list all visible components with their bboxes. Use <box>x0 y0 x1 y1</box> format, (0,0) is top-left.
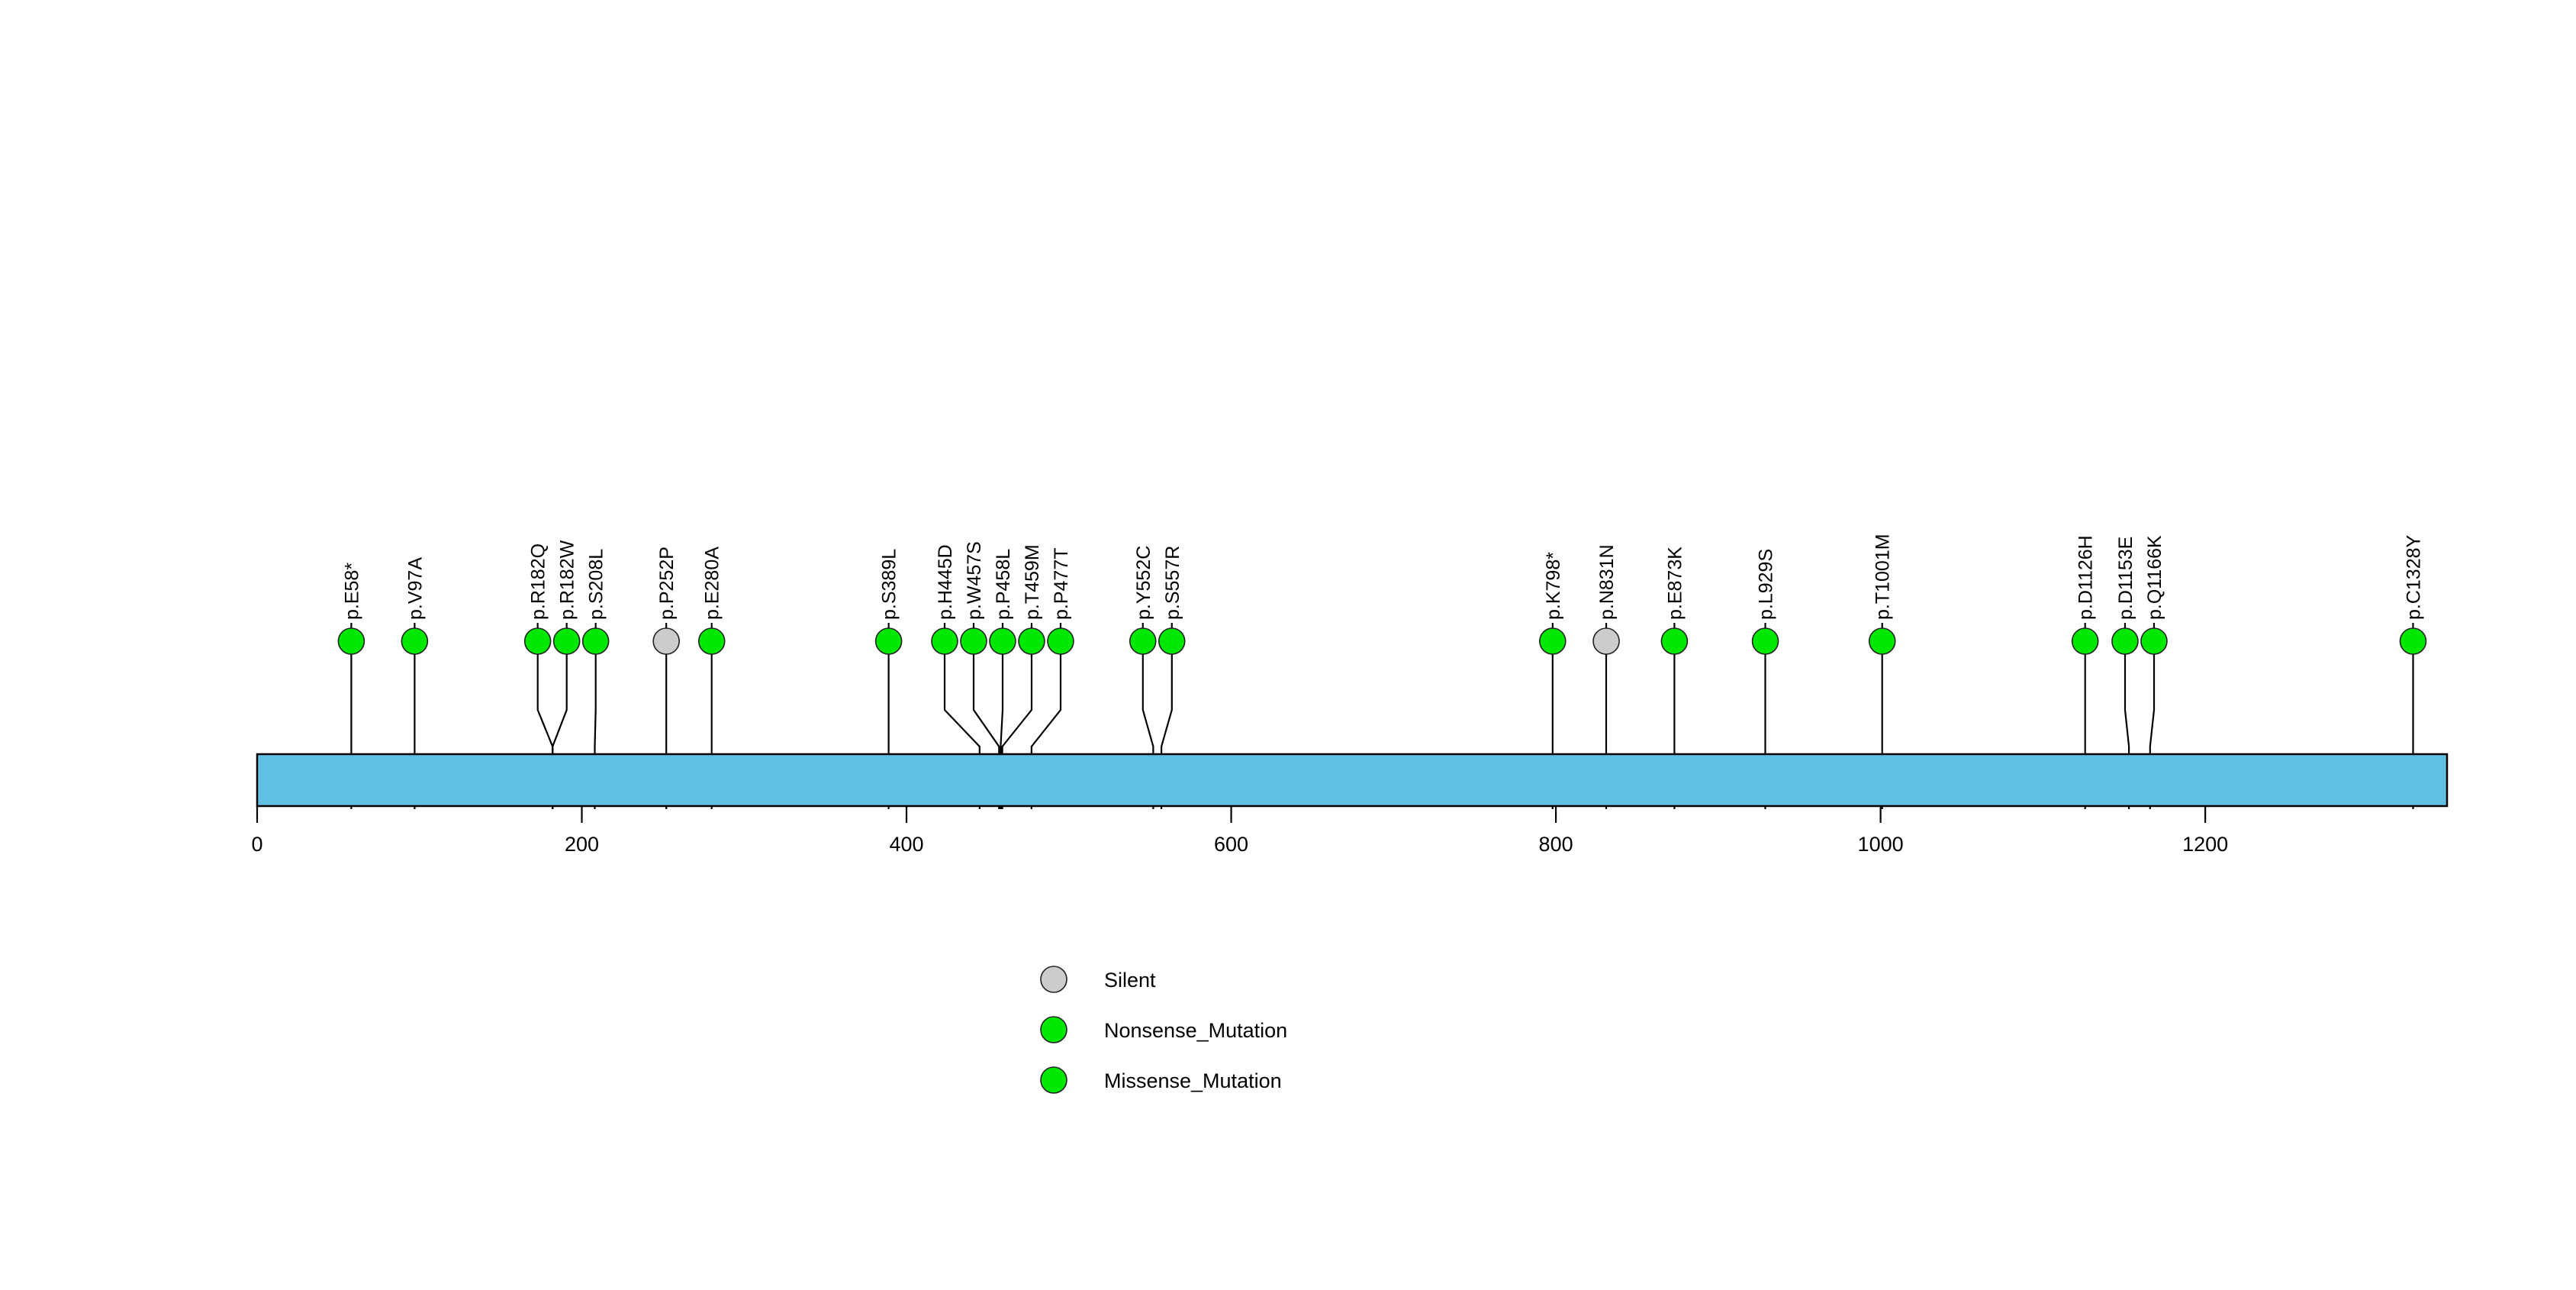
legend-label: Silent <box>1104 969 1156 992</box>
axis-tick-label: 400 <box>890 833 924 856</box>
mutation-lollipop-head[interactable] <box>960 627 987 655</box>
mutation-label: p.P477T <box>1051 547 1072 620</box>
mutation-label: p.P252P <box>656 547 678 620</box>
mutation-lollipop-head[interactable] <box>2140 627 2168 655</box>
mutation-label: p.Y552C <box>1133 546 1154 620</box>
mutation-label: p.P458L <box>993 549 1014 620</box>
protein-backbone-bar <box>256 753 2449 808</box>
mutation-label: p.E280A <box>702 547 723 620</box>
mutation-label: p.K798* <box>1543 552 1564 620</box>
mutation-lollipop-head[interactable] <box>1047 627 1074 655</box>
mutation-lollipop-head[interactable] <box>552 627 581 655</box>
mutation-label: p.L929S <box>1756 549 1777 620</box>
mutation-lollipop-head[interactable] <box>401 627 429 655</box>
mutation-label: p.W457S <box>964 541 985 620</box>
legend-label: Nonsense_Mutation <box>1104 1019 1287 1042</box>
mutation-label: p.T1001M <box>1872 534 1894 620</box>
mutation-label: p.S389L <box>879 549 900 620</box>
mutation-label: p.D1153E <box>2115 537 2136 620</box>
mutation-label: p.E873K <box>1664 547 1686 620</box>
mutation-lollipop-head[interactable] <box>1129 627 1157 655</box>
axis-tick-label: 1200 <box>2182 833 2228 856</box>
legend-label: Missense_Mutation <box>1104 1069 1282 1092</box>
legend-swatch[interactable] <box>1040 966 1067 993</box>
mutation-label: p.S557R <box>1162 546 1183 620</box>
mutation-label: p.C1328Y <box>2403 534 2424 620</box>
mutation-lollipop-head[interactable] <box>1751 627 1779 655</box>
mutation-label: p.V97A <box>404 557 426 620</box>
legend-swatch[interactable] <box>1040 1066 1067 1094</box>
legend-swatch[interactable] <box>1040 1016 1067 1043</box>
mutation-label: p.N831N <box>1596 544 1618 620</box>
mutation-label: p.R182W <box>557 540 578 620</box>
protein-backbone-layer <box>256 753 2449 808</box>
mutation-lollipop-head[interactable] <box>652 627 680 655</box>
mutation-lollipop-head[interactable] <box>1539 627 1567 655</box>
mutation-lollipop-head[interactable] <box>2071 627 2099 655</box>
mutation-label: p.S208L <box>586 549 607 620</box>
mutation-lollipop-head[interactable] <box>2399 627 2427 655</box>
mutation-label: p.E58* <box>341 563 362 620</box>
axis-tick-label: 1000 <box>1858 833 1904 856</box>
mutation-lollipop-head[interactable] <box>874 627 903 655</box>
mutation-lollipop-head[interactable] <box>1592 627 1620 655</box>
x-axis-layer: 0 200 400 600 800 1000 1200 <box>251 806 2228 856</box>
mutation-labels-layer: p.E58* p.V97A p.R182Q p.R182W p.S208L p.P252P… <box>341 534 2424 620</box>
mutation-lollipop-head[interactable] <box>1660 627 1689 655</box>
mutation-lollipop-head[interactable] <box>581 627 610 655</box>
mutation-label: p.Q1166K <box>2144 535 2165 620</box>
mutation-label: p.T459M <box>1022 544 1043 620</box>
axis-tick-label: 200 <box>565 833 599 856</box>
axis-tick-label: 600 <box>1214 833 1248 856</box>
mutation-lollipop-head[interactable] <box>523 627 552 655</box>
mutation-lollipop-head[interactable] <box>697 627 726 655</box>
mutation-heads-layer <box>337 627 2427 655</box>
mutation-lollipop-head[interactable] <box>337 627 365 655</box>
mutation-lollipop-head[interactable] <box>931 627 958 655</box>
mutation-label: p.D1126H <box>2075 535 2097 620</box>
mutation-lollipop-head[interactable] <box>1018 627 1045 655</box>
mutation-lollipop-head[interactable] <box>1868 627 1896 655</box>
axis-tick-label: 800 <box>1539 833 1573 856</box>
mutation-lollipop-head[interactable] <box>989 627 1016 655</box>
mutation-label: p.R182Q <box>528 543 549 620</box>
mutation-label: p.H445D <box>935 544 956 620</box>
mutation-lollipop-head[interactable] <box>2111 627 2139 655</box>
axis-tick-label: 0 <box>251 833 262 856</box>
mutation-lollipop-head[interactable] <box>1158 627 1186 655</box>
